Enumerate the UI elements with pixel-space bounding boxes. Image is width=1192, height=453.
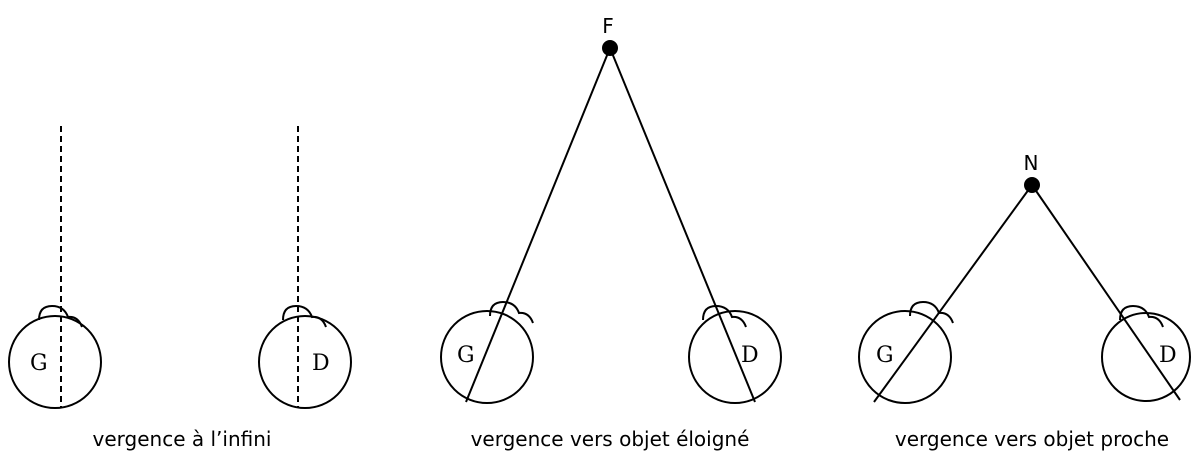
left-eye-label: G: [30, 351, 48, 376]
caption-near: vergence vers objet proche: [895, 427, 1169, 451]
panel-far: F G D vergence vers objet éloigné: [440, 14, 782, 451]
caption-far: vergence vers objet éloigné: [471, 427, 750, 451]
left-eye-label: G: [457, 343, 475, 368]
right-eye-label: D: [312, 351, 330, 376]
right-eye-infinity: D: [258, 126, 352, 409]
eye-globe: [258, 315, 352, 409]
eye-globe: [8, 315, 102, 409]
cornea-bulge: [1119, 304, 1164, 328]
cornea-bulge: [909, 300, 954, 324]
eye-globe: [688, 310, 782, 404]
cornea-bulge: [702, 304, 747, 328]
left-eye-infinity: G: [8, 126, 102, 409]
line-of-sight: [1031, 184, 1181, 401]
near-point-label: N: [1024, 151, 1039, 175]
line-of-sight: [873, 184, 1033, 403]
cornea-bulge: [489, 300, 534, 324]
right-eye-near: D: [1031, 184, 1191, 402]
right-eye-far: D: [609, 47, 782, 404]
right-eye-label: D: [1159, 343, 1177, 368]
caption-infinity: vergence à l’infini: [93, 427, 272, 451]
right-eye-label: D: [741, 343, 759, 368]
eye-globe: [858, 310, 952, 404]
line-of-sight: [609, 47, 756, 403]
line-of-sight: [465, 47, 611, 403]
panel-infinity: G D vergence à l’infini: [8, 126, 352, 451]
panel-near: N G D vergence vers objet proche: [858, 151, 1191, 451]
far-point-label: F: [602, 14, 614, 38]
cornea-bulge: [282, 304, 327, 328]
eye-globe: [1101, 312, 1191, 402]
left-eye-near: G: [858, 184, 1033, 404]
eye-globe: [440, 310, 534, 404]
left-eye-label: G: [876, 343, 894, 368]
left-eye-far: G: [440, 47, 611, 404]
